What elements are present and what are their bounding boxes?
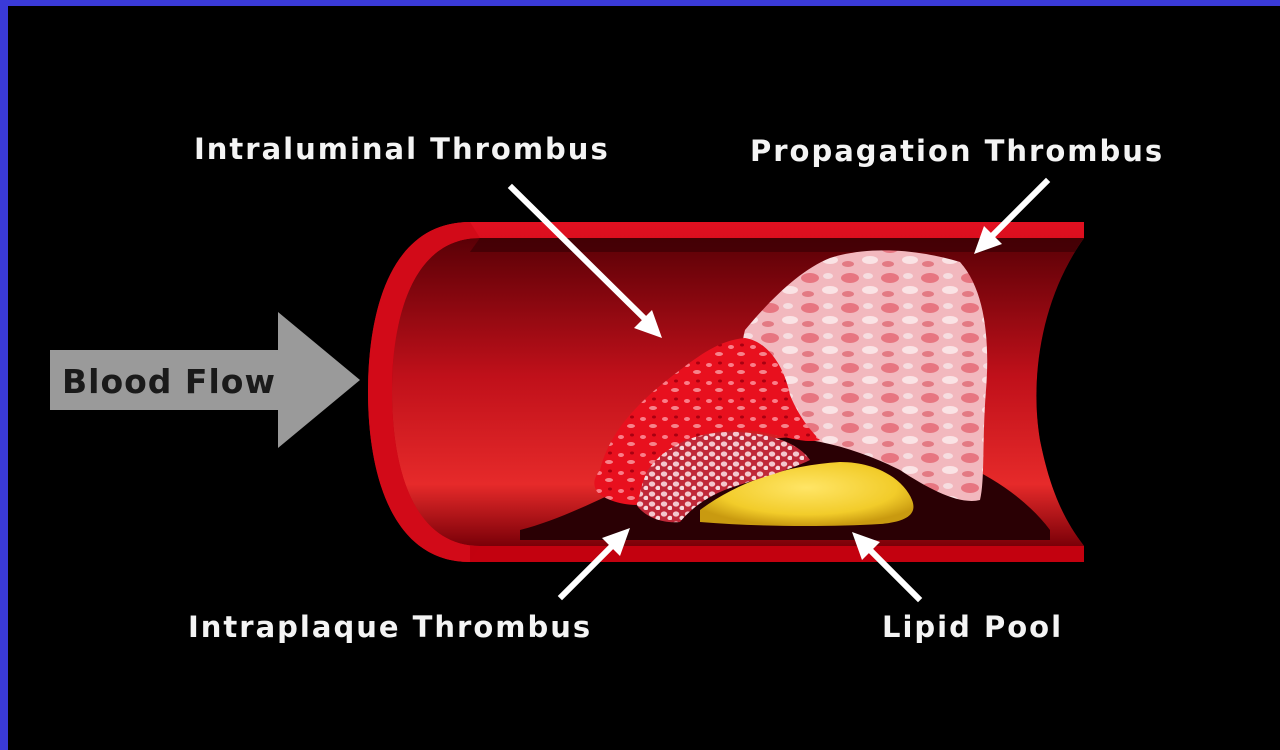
intraluminal-thrombus-label: Intraluminal Thrombus xyxy=(194,132,610,166)
blood-flow-label: Blood Flow xyxy=(62,362,276,401)
lipid-pool-label: Lipid Pool xyxy=(882,610,1063,644)
propagation-thrombus-label: Propagation Thrombus xyxy=(750,134,1164,168)
intraplaque-thrombus-label: Intraplaque Thrombus xyxy=(188,610,592,644)
